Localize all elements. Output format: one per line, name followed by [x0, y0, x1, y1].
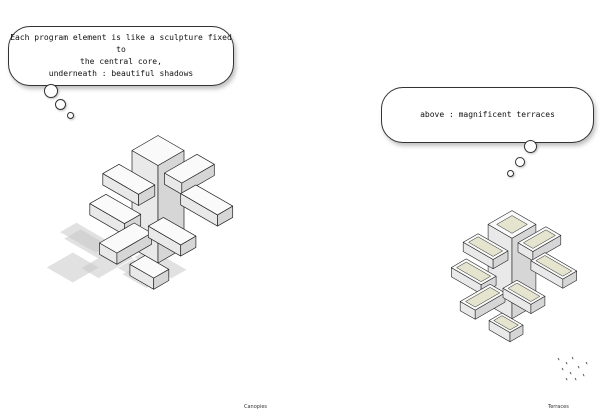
hatch-mark [557, 357, 560, 361]
terrace-inset [507, 282, 541, 302]
ground-shadow [46, 252, 99, 283]
caption-canopies: Canopies [244, 404, 268, 410]
hatch-mark [571, 356, 574, 360]
hatch-mark [585, 361, 588, 365]
terrace-inset [465, 287, 500, 308]
box-face-top [129, 255, 170, 279]
terrace-inset [456, 261, 491, 282]
box-face-top [180, 184, 234, 216]
hatch-mark [582, 373, 585, 377]
terrace-inset [493, 315, 519, 331]
hatch-mark [577, 365, 580, 369]
terrace-inset [468, 236, 503, 257]
thought-dot [67, 112, 74, 119]
caption-terraces: Terraces [548, 404, 569, 410]
bubble-text-line: Each program element is like a sculpture… [10, 33, 232, 54]
thought-dot [515, 157, 525, 167]
box-face-top [99, 222, 152, 254]
terrace-inset [535, 255, 572, 277]
thought-dot [55, 99, 66, 110]
terrace-inset [523, 229, 556, 249]
hatch-mark [574, 377, 577, 381]
terrace-inset [496, 215, 528, 234]
terraces-diagram [450, 210, 588, 381]
box-face-top [147, 217, 197, 246]
bubble-text-line: above : magnificent terraces [420, 110, 555, 119]
thought-dot [44, 84, 58, 98]
thought-bubble-terraces: above : magnificent terraces [381, 87, 594, 143]
thought-bubble-canopies: Each program element is like a sculpture… [8, 26, 234, 86]
box-face-top [131, 135, 185, 166]
box-face-top [164, 153, 215, 184]
box-face-top [102, 163, 156, 195]
hatch-mark [561, 367, 564, 371]
hatch-mark [565, 361, 568, 365]
bubble-text-line: underneath : beautiful shadows [48, 69, 194, 78]
bubble-text-line: the central core, [80, 57, 162, 66]
hatch-mark [565, 377, 568, 381]
thought-dot [524, 140, 537, 153]
thought-dot [507, 170, 514, 177]
canopies-diagram [46, 135, 234, 290]
hatch-mark [569, 371, 572, 375]
box-face-top [89, 193, 142, 224]
